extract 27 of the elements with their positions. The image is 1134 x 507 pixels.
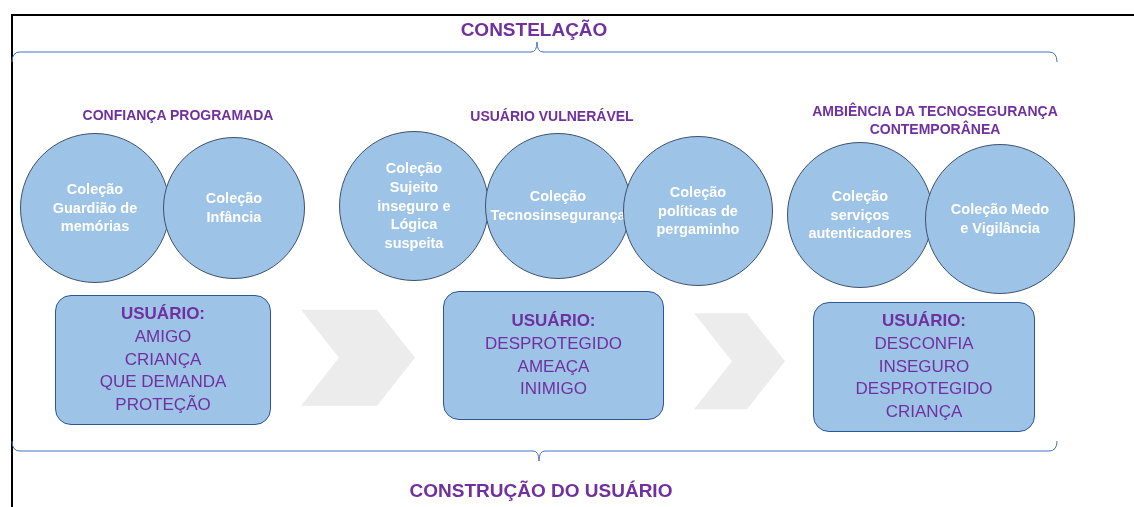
box-heading: USUÁRIO: bbox=[881, 309, 967, 332]
circle-label: Coleção serviços autenticadores bbox=[807, 186, 913, 244]
circle-label: Coleção Medo e Vigilância bbox=[950, 200, 1050, 238]
box-heading: USUÁRIO: bbox=[120, 302, 206, 325]
circle-label: Coleção Infância bbox=[204, 189, 264, 227]
box-heading: USUÁRIO: bbox=[511, 309, 596, 332]
group-heading: AMBIÊNCIA DA TECNOSEGURANÇA CONTEMPORÂNEA bbox=[811, 102, 1059, 139]
user-box bbox=[55, 295, 271, 425]
group-heading: CONFIANÇA PROGRAMADA bbox=[81, 106, 275, 125]
caption: CONSTRUÇÃO DO USUÁRIO bbox=[408, 479, 674, 503]
box-text: AMEAÇA bbox=[517, 355, 590, 378]
box-text: CRIANÇA bbox=[124, 348, 202, 371]
box-text: INSEGURO bbox=[878, 355, 970, 378]
box-text: DESPROTEGIDO bbox=[855, 378, 993, 401]
user-box bbox=[813, 302, 1035, 432]
box-text: DESCONFIA bbox=[874, 332, 974, 355]
title: CONSTELAÇÃO bbox=[459, 18, 609, 42]
box-text: DESPROTEGIDO bbox=[485, 332, 622, 355]
user-box bbox=[443, 291, 664, 420]
box-text: AMIGO bbox=[134, 325, 192, 348]
circle-label: Coleção Sujeito inseguro e Lógica suspeita bbox=[376, 158, 452, 254]
group-heading: USUÁRIO VULNERÁVEL bbox=[469, 107, 635, 126]
box-text: CRIANÇA bbox=[885, 401, 963, 424]
box-text: INIMIGO bbox=[519, 378, 588, 401]
circle-label: Coleção políticas de pergaminho bbox=[655, 182, 741, 240]
circle-label: Coleção Guardião de memórias bbox=[51, 179, 139, 237]
box-text: QUE DEMANDA PROTEÇÃO bbox=[98, 371, 228, 417]
